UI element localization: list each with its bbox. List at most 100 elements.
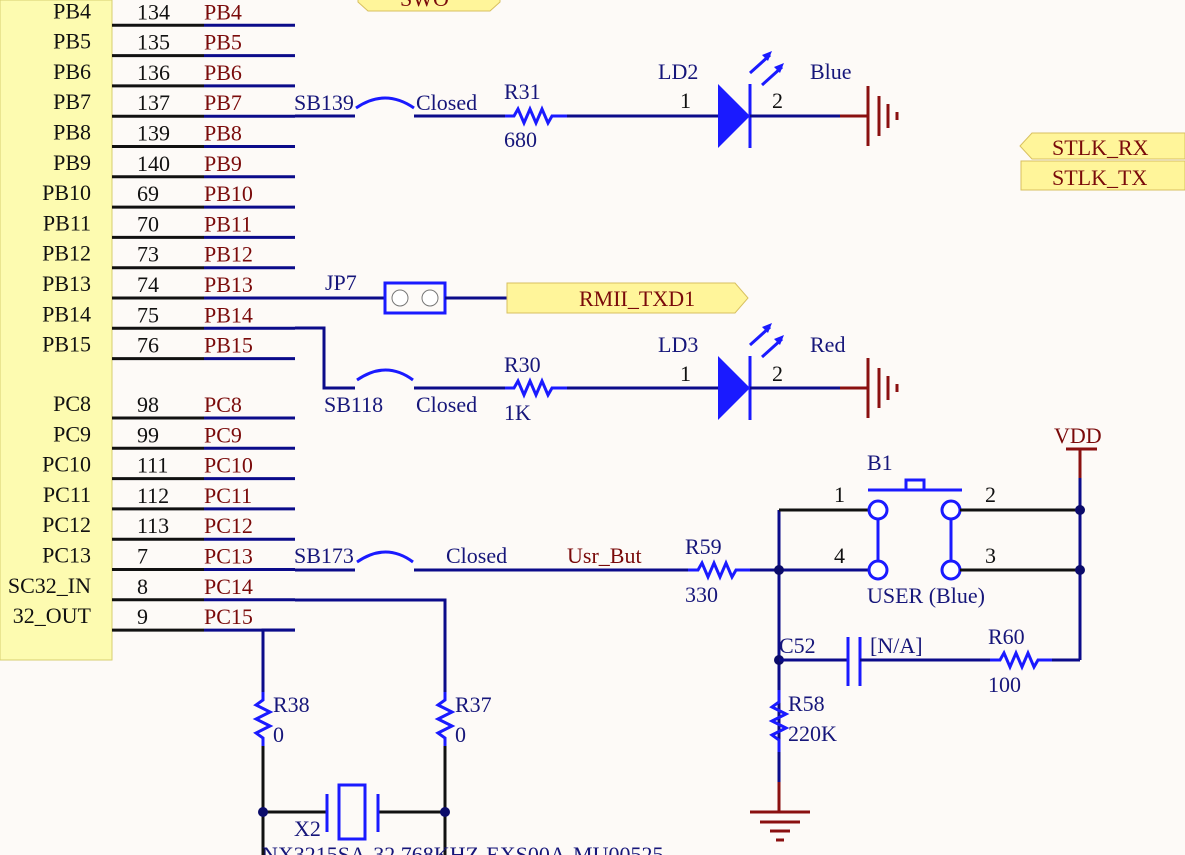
- sb118-value: Closed: [416, 392, 477, 417]
- ground-icon: [866, 358, 899, 418]
- ld3-pin1: 1: [680, 361, 691, 386]
- mcu-pin-name: PB5: [53, 29, 91, 54]
- resistor-r38[interactable]: [252, 692, 274, 746]
- port-rmii-txd1[interactable]: RMII_TXD1: [506, 282, 749, 314]
- b1-value: USER (Blue): [867, 583, 985, 608]
- mcu-pin-name: PC10: [42, 452, 91, 477]
- ld2-value: Blue: [810, 59, 852, 84]
- port-rmii-txd1-label: RMII_TXD1: [579, 286, 695, 311]
- port-swo[interactable]: SWO: [357, 0, 501, 12]
- port-stlk-tx[interactable]: STLK_TX: [1020, 160, 1185, 191]
- port-stlk-tx-label: STLK_TX: [1052, 165, 1147, 190]
- ld3-ref: LD3: [658, 332, 698, 357]
- net-label: PB7: [204, 90, 242, 115]
- r59-value: 330: [685, 582, 718, 607]
- x2-value: NX3215SA-32.768KHZ-EXS00A-MU00525: [262, 842, 664, 855]
- capacitor-c52[interactable]: [846, 637, 862, 686]
- lse-crystal-circuit: R38 0 R37 0 X2 NX3215SA-32.768KHZ-EXS00A…: [252, 598, 664, 855]
- sb173-ref: SB173: [294, 543, 354, 568]
- mcu-pin-name: PB11: [43, 210, 91, 235]
- mcu-pin-name: PC9: [53, 421, 91, 446]
- ld3-pin2: 2: [772, 361, 783, 386]
- r37-ref: R37: [455, 692, 492, 717]
- resistor-r31[interactable]: [505, 105, 567, 127]
- mcu-pin-number: 99: [137, 422, 159, 447]
- mcu-pin-number: 98: [137, 392, 159, 417]
- resistor-r37[interactable]: [434, 692, 456, 746]
- resistor-r58[interactable]: [768, 690, 790, 752]
- mcu-pin-pc12[interactable]: PC12 113 PC12: [42, 512, 295, 541]
- mcu-pin-number: 8: [137, 574, 148, 599]
- mcu-pin-number: 9: [137, 604, 148, 629]
- net-label: PC13: [204, 544, 253, 569]
- mcu-pin-number: 74: [137, 272, 159, 297]
- b1-pin2: 2: [985, 482, 996, 507]
- net-usr-but: Usr_But: [567, 543, 642, 568]
- net-label: PC15: [204, 604, 253, 629]
- crystal-x2[interactable]: [325, 783, 380, 841]
- mcu-pin-name: PB6: [53, 59, 91, 84]
- port-swo-label: SWO: [400, 0, 449, 11]
- ld3-circuit: SB118 Closed R30 1K LD3 1 2 Red: [295, 323, 899, 425]
- push-button-b1[interactable]: [867, 478, 962, 581]
- mcu-pin-name: PC11: [43, 482, 91, 507]
- net-label: PC8: [204, 392, 242, 417]
- net-label: PB12: [204, 242, 253, 267]
- r60-value: 100: [988, 672, 1021, 697]
- mcu-pin-number: 113: [137, 513, 169, 538]
- resistor-r59[interactable]: [688, 559, 750, 581]
- ld2-circuit: SB139 Closed R31 680 LD2 1 2 Blue: [294, 51, 899, 152]
- net-label: PC14: [204, 574, 253, 599]
- solder-bridge-sb139[interactable]: [355, 96, 415, 110]
- net-label: PB15: [204, 333, 253, 358]
- r37-value: 0: [455, 722, 466, 747]
- solder-bridge-sb118[interactable]: [356, 368, 414, 382]
- sb118-ref: SB118: [324, 392, 383, 417]
- net-label: PC12: [204, 513, 253, 538]
- led-ld3[interactable]: [718, 356, 750, 420]
- jp7-circuit: RMII_TXD1 JP7: [295, 270, 749, 315]
- mcu-pin-name: PB7: [53, 89, 91, 114]
- mcu-pin-number: 112: [137, 483, 169, 508]
- mcu-pin-pc10[interactable]: PC10 111 PC10: [42, 452, 295, 481]
- r31-ref: R31: [504, 79, 541, 104]
- sb139-ref: SB139: [294, 90, 354, 115]
- net-label: PC10: [204, 453, 253, 478]
- mcu-pin-pc14-osc32_in[interactable]: SC32_IN 8 PC14: [8, 573, 295, 602]
- mcu-pin-number: 111: [137, 453, 168, 478]
- mcu-pin-name: PB14: [42, 301, 91, 326]
- mcu-pins: PB3PB4134PB4PB5135PB5PB6136PB6PB7137PB7P…: [8, 0, 295, 632]
- resistor-r60[interactable]: [990, 649, 1052, 671]
- net-label: PB5: [204, 30, 242, 55]
- mcu-pin-number: 69: [137, 181, 159, 206]
- ld2-pin1: 1: [680, 88, 691, 113]
- mcu-pin-number: 140: [137, 151, 170, 176]
- net-label: PB11: [204, 211, 252, 236]
- led-ld2[interactable]: [718, 84, 750, 148]
- r38-value: 0: [273, 722, 284, 747]
- user-button-circuit: SB173 Closed Usr_But R59 330 B1 1 2 3 4 …: [294, 423, 1102, 842]
- mcu-pin-name: SC32_IN: [8, 573, 91, 598]
- mcu-pin-name: PB8: [53, 120, 91, 145]
- mcu-pin-name: PC12: [42, 512, 91, 537]
- port-stlk-rx[interactable]: STLK_RX: [1019, 132, 1185, 160]
- solder-bridge-sb173[interactable]: [356, 550, 414, 564]
- resistor-r30[interactable]: [505, 377, 567, 399]
